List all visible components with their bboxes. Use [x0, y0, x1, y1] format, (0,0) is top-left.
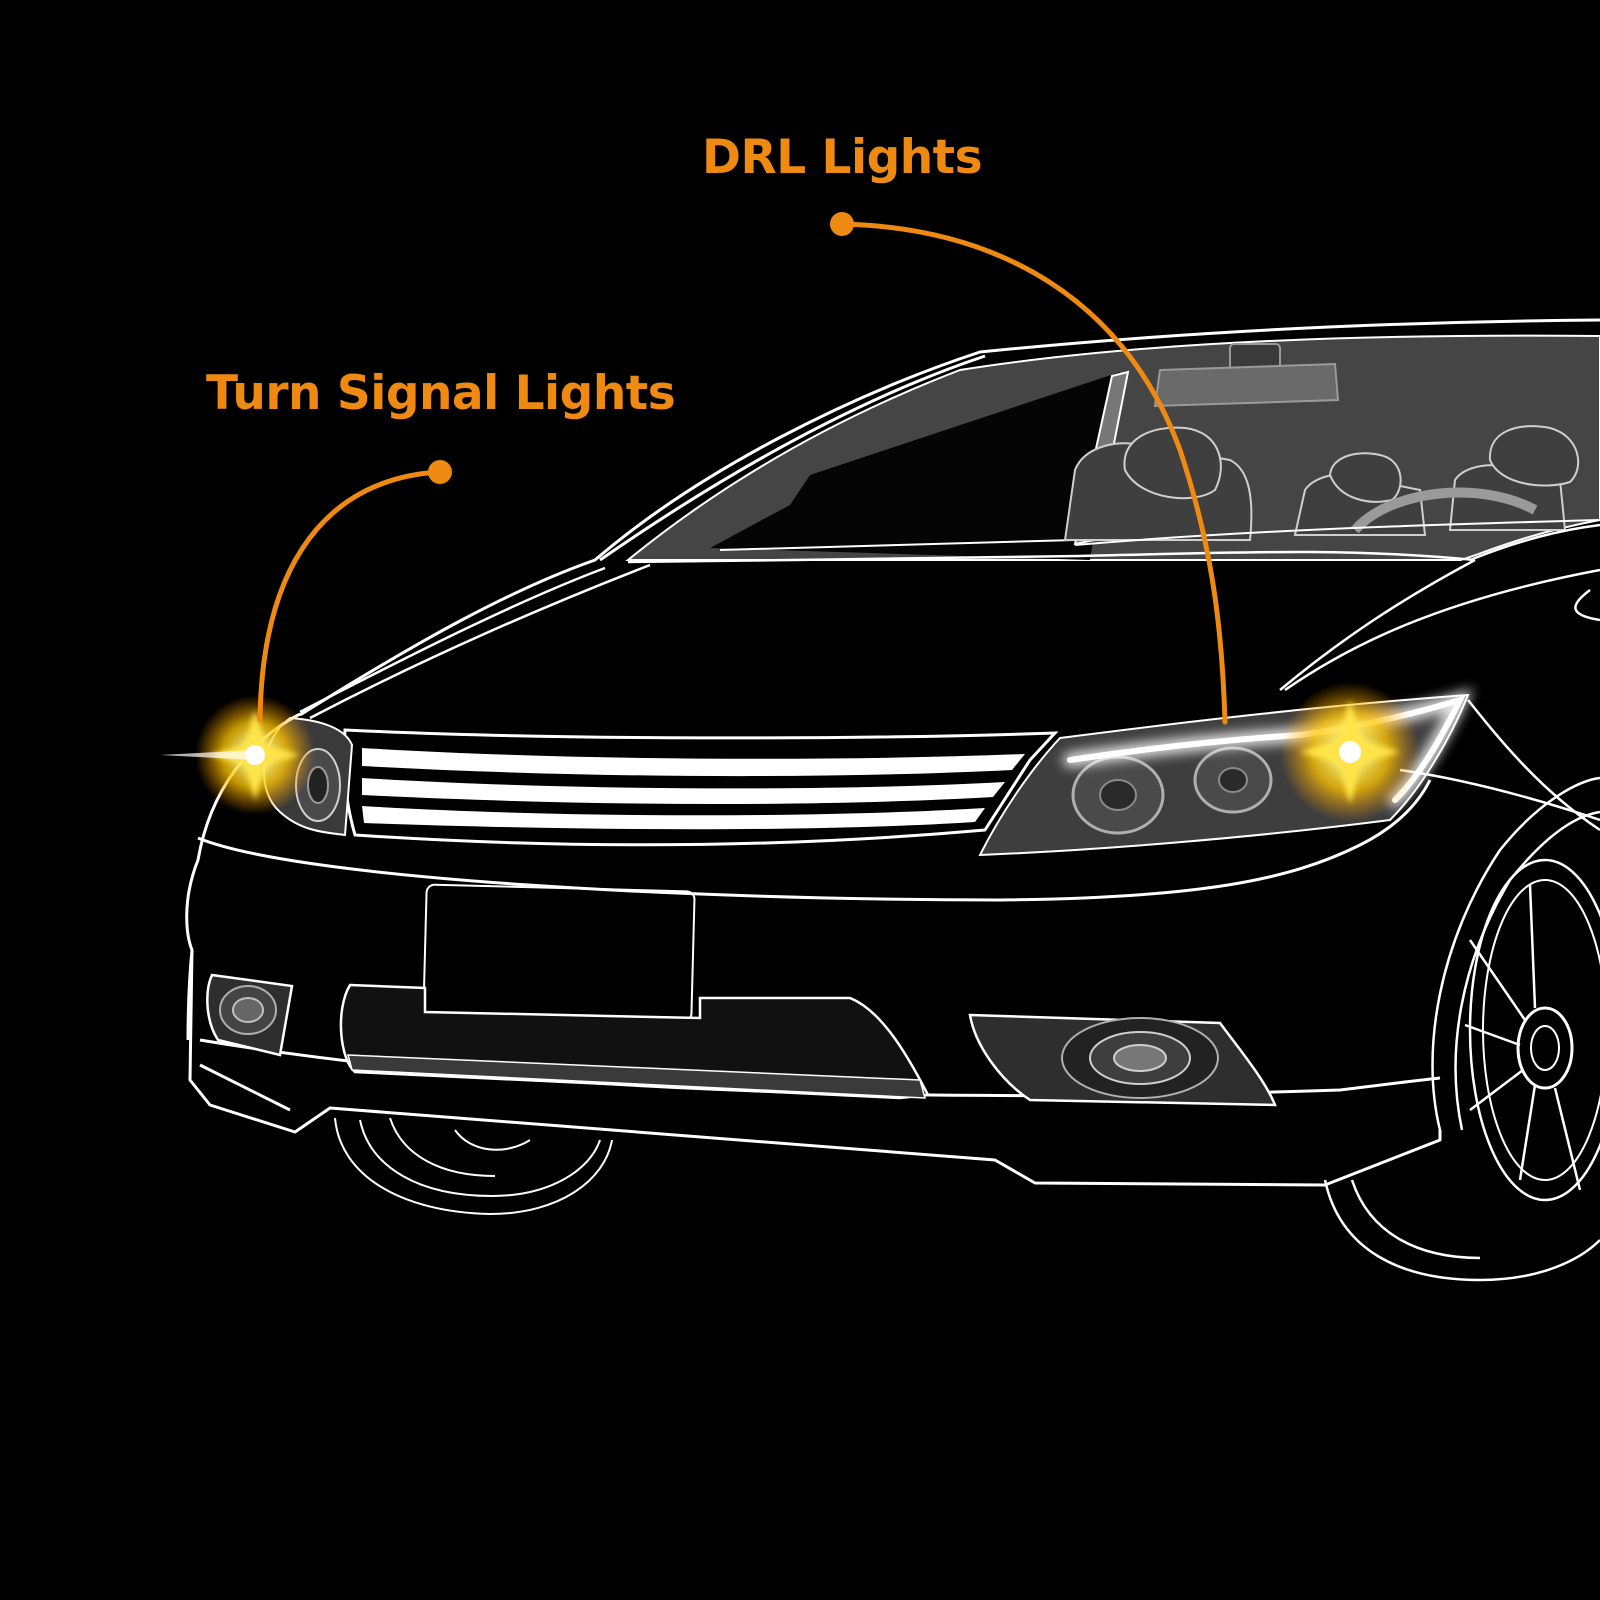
turn-signal-callout-leader	[257, 460, 452, 723]
drl-callout-dot	[830, 212, 854, 236]
roof	[299, 318, 1600, 717]
rearview-mirror	[1153, 343, 1340, 408]
left-fog-light	[206, 973, 294, 1057]
rear-wheel	[334, 1117, 613, 1216]
drl-callout-leader	[830, 212, 1228, 725]
lower-intake	[339, 983, 930, 1100]
left-turn-signal-glow	[160, 695, 315, 815]
right-fog-light	[968, 1013, 1277, 1107]
right-turn-signal-glow	[1280, 682, 1420, 822]
hood	[299, 523, 1600, 720]
turn-signal-lights-label: Turn Signal Lights	[206, 366, 676, 421]
drl-lights-label: DRL Lights	[702, 130, 983, 185]
front-wheel	[1323, 776, 1600, 1282]
steering-wheel	[1351, 487, 1538, 534]
side-body	[1284, 568, 1600, 832]
dashboard-line	[1074, 519, 1600, 546]
interior-seats	[1063, 425, 1580, 541]
turn-signal-callout-dot	[428, 460, 452, 484]
grille	[342, 728, 1059, 847]
